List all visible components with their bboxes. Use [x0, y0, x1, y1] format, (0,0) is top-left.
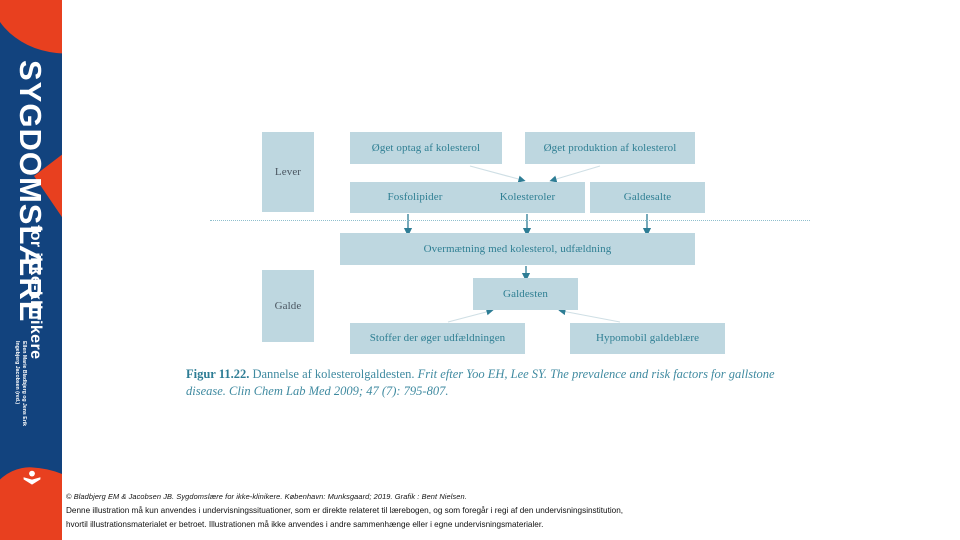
- figure-caption-number: Figur 11.22.: [186, 367, 250, 381]
- arrow-stoffer-to-galdesten: [447, 308, 494, 323]
- figure-caption: Figur 11.22. Dannelse af kolesterolgalde…: [186, 366, 786, 400]
- arrow-hypomobil-to-galdesten: [558, 308, 621, 323]
- node-stoffer-der-oger-udfaeldningen: Stoffer der øger udfældningen: [350, 323, 525, 354]
- figure-canvas: Lever Galde Øget optag af kolesterol Øge…: [170, 108, 810, 413]
- sidebar-text-group: SYGDOMSLÆRE for ikke-klinikere Ellen Mar…: [0, 0, 62, 540]
- node-oget-produktion-af-kolesterol: Øget produktion af kolesterol: [525, 132, 695, 164]
- node-galdesten: Galdesten: [473, 278, 578, 310]
- node-kolesteroler: Kolesteroler: [470, 182, 585, 213]
- figure-caption-reference: Frit efter Yoo EH, Lee SY. The prevalenc…: [186, 367, 775, 398]
- organ-label-lever: Lever: [262, 132, 314, 212]
- node-oget-optag-af-kolesterol: Øget optag af kolesterol: [350, 132, 502, 164]
- book-subtitle: for ikke-klinikere: [27, 225, 44, 360]
- copyright-line-1: © Bladbjerg EM & Jacobsen JB. Sygdomslær…: [66, 492, 467, 501]
- book-authors: Ellen Marie Bladbjerg og Jens Erik Ingeb…: [14, 341, 27, 427]
- lever-galde-divider-line: [210, 220, 810, 221]
- organ-label-galde: Galde: [262, 270, 314, 342]
- node-fosfolipider: Fosfolipider: [350, 182, 480, 213]
- arrow-produktion-to-kolesteroler: [549, 165, 601, 183]
- copyright-line-2: Denne illustration må kun anvendes i und…: [66, 505, 624, 515]
- copyright-footer: © Bladbjerg EM & Jacobsen JB. Sygdomslær…: [66, 490, 766, 533]
- arrow-optag-to-kolesteroler: [469, 165, 526, 183]
- brand-sidebar: SYGDOMSLÆRE for ikke-klinikere Ellen Mar…: [0, 0, 62, 540]
- open-book-logo-icon: [23, 470, 41, 485]
- copyright-line-3: hvortil illustrationsmaterialet er betro…: [66, 520, 544, 529]
- figure-connectors: [403, 165, 652, 323]
- figure-caption-title: Dannelse af kolesterolgaldesten.: [249, 367, 418, 381]
- node-overmaetning-med-kolesterol: Overmætning med kolesterol, udfældning: [340, 233, 695, 265]
- node-galdesalte: Galdesalte: [590, 182, 705, 213]
- node-hypomobil-galdeblaere: Hypomobil galdeblære: [570, 323, 725, 354]
- sidebar-red-wedge-shape: [34, 150, 62, 226]
